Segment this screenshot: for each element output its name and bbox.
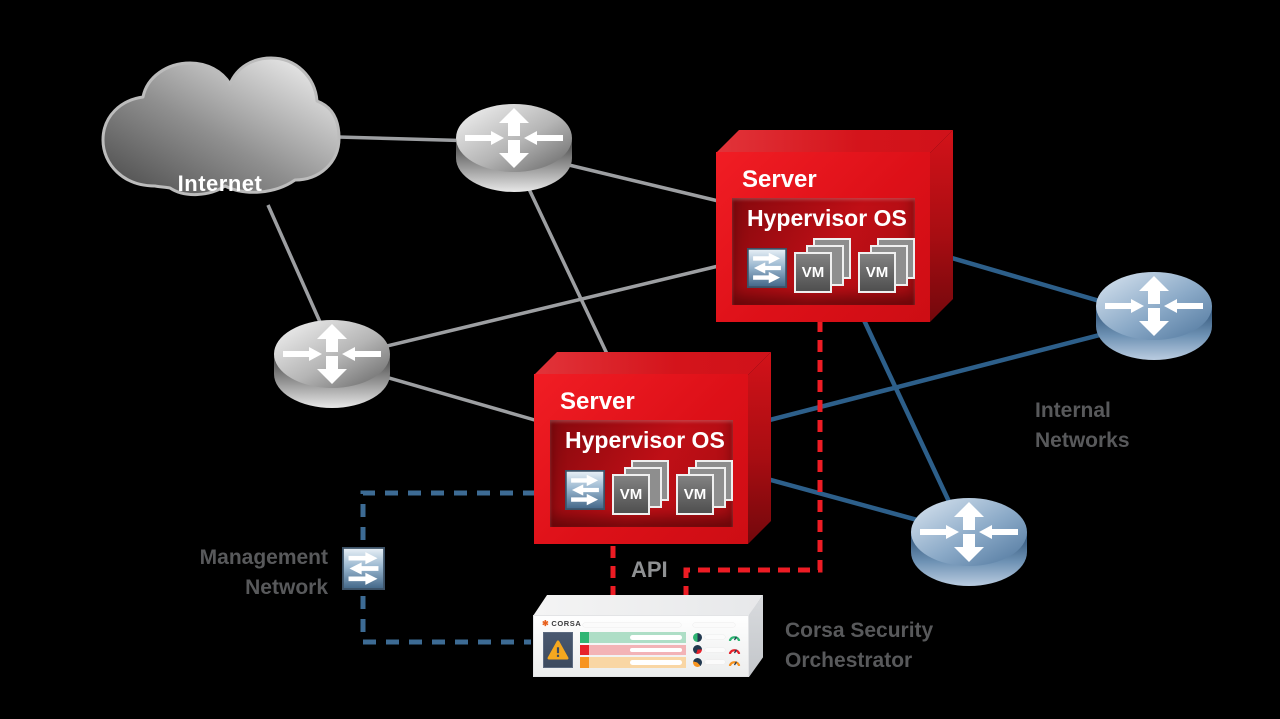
- metric-bar: [705, 647, 725, 652]
- cloud-shape: [101, 56, 341, 196]
- metric-cluster: [693, 632, 741, 668]
- donut-chart-icon: [693, 632, 702, 642]
- link-routergrayleft-server-top: [357, 260, 736, 355]
- status-chip: [580, 632, 589, 643]
- router-icon: [274, 320, 390, 408]
- server-top: Server Hypervisor OS: [716, 130, 953, 322]
- corsa-starburst-icon: ✱: [542, 618, 550, 628]
- server-front-face: Server Hypervisor OS: [716, 152, 930, 322]
- internal-networks-label: Internal Networks: [1035, 396, 1130, 456]
- server-right-face: [748, 352, 771, 544]
- warning-triangle-icon: [547, 640, 569, 660]
- corsa-logo: ✱ CORSA: [542, 619, 581, 628]
- server-bottom: Server Hypervisor OS: [534, 352, 771, 544]
- router-gray-left: [268, 316, 396, 416]
- internet-label: Internet: [177, 171, 263, 196]
- vm-icon: VM: [676, 460, 733, 515]
- vm-label: VM: [612, 474, 650, 515]
- hypervisor-icons: VM VM: [732, 232, 915, 293]
- link-routergraytop-server-bottom: [518, 169, 610, 357]
- server-top-face: [534, 352, 771, 375]
- management-network-label: Management Network: [158, 543, 328, 603]
- status-bar: [589, 632, 686, 643]
- donut-chart-icon: [693, 657, 702, 667]
- link-routergrayleft-server-bottom: [357, 367, 553, 427]
- internal-networks-line2: Networks: [1035, 429, 1130, 452]
- hypervisor-panel: Hypervisor OS VM: [732, 198, 915, 305]
- gauge-icon: [728, 648, 741, 654]
- gauge-icon: [728, 636, 741, 642]
- server-title: Server: [560, 388, 635, 415]
- management-dashed-path: [360, 490, 536, 645]
- server-top-face: [716, 130, 953, 153]
- link-internet-router-gray-left: [266, 204, 330, 341]
- router-icon: [911, 498, 1027, 586]
- appliance-right-face: [749, 595, 763, 677]
- internal-networks-line1: Internal: [1035, 399, 1111, 422]
- management-switch-icon: [342, 547, 385, 590]
- gauge-icon: [728, 661, 741, 667]
- server-front-face: Server Hypervisor OS: [534, 374, 748, 544]
- metric-row: [693, 645, 741, 655]
- vm-label: VM: [794, 252, 832, 293]
- server-title: Server: [742, 166, 817, 193]
- orchestrator-line1: Corsa Security: [785, 619, 934, 642]
- donut-chart-icon: [693, 645, 702, 655]
- router-blue-right: [1090, 268, 1218, 368]
- vm-label: VM: [676, 474, 714, 515]
- warning-tile: [543, 632, 573, 668]
- router-icon: [456, 104, 572, 192]
- corsa-brand-text: CORSA: [551, 619, 582, 628]
- api-dashed-servertop-appliance: [683, 320, 823, 601]
- management-network-line1: Management: [199, 546, 328, 569]
- orchestrator-appliance: ✱ CORSA: [533, 595, 763, 679]
- router-blue-bottom: [905, 494, 1033, 594]
- appliance-front-face: ✱ CORSA: [533, 615, 749, 677]
- vm-icon: VM: [612, 460, 669, 515]
- appliance-top-face: [533, 595, 763, 616]
- vswitch-icon: [565, 470, 605, 510]
- status-bar: [589, 644, 686, 656]
- router-icon: [1096, 272, 1212, 360]
- management-network-line2: Network: [245, 576, 328, 599]
- vm-icon: VM: [858, 238, 915, 293]
- router-gray-top: [450, 100, 578, 200]
- metric-bar: [705, 635, 725, 640]
- vswitch-icon: [342, 547, 385, 590]
- vm-icon: VM: [794, 238, 851, 293]
- vswitch-icon: [747, 248, 787, 288]
- server-right-face: [930, 130, 953, 322]
- metric-row: [693, 657, 741, 667]
- link-routerblue-right-serverbottom: [761, 319, 1151, 425]
- hypervisor-title: Hypervisor OS: [565, 427, 725, 453]
- hypervisor-icons: VM VM: [550, 454, 733, 515]
- dashboard-bar: [693, 623, 735, 627]
- hypervisor-panel: Hypervisor OS VM: [550, 420, 733, 527]
- status-chip: [580, 657, 589, 668]
- status-bar: [589, 657, 686, 668]
- status-chip: [580, 644, 589, 656]
- api-label: API: [631, 557, 668, 582]
- status-row-green: [580, 632, 686, 643]
- status-row-orange: [580, 657, 686, 668]
- metric-bar: [705, 660, 725, 665]
- status-rows: [580, 632, 686, 668]
- hypervisor-title: Hypervisor OS: [747, 205, 907, 231]
- dashboard-bar: [583, 623, 681, 627]
- orchestrator-label: Corsa Security Orchestrator: [785, 616, 933, 676]
- vm-label: VM: [858, 252, 896, 293]
- internet-cloud: Internet: [95, 53, 345, 215]
- orchestrator-line2: Orchestrator: [785, 649, 913, 672]
- metric-row: [693, 632, 741, 642]
- status-row-red: [580, 644, 686, 656]
